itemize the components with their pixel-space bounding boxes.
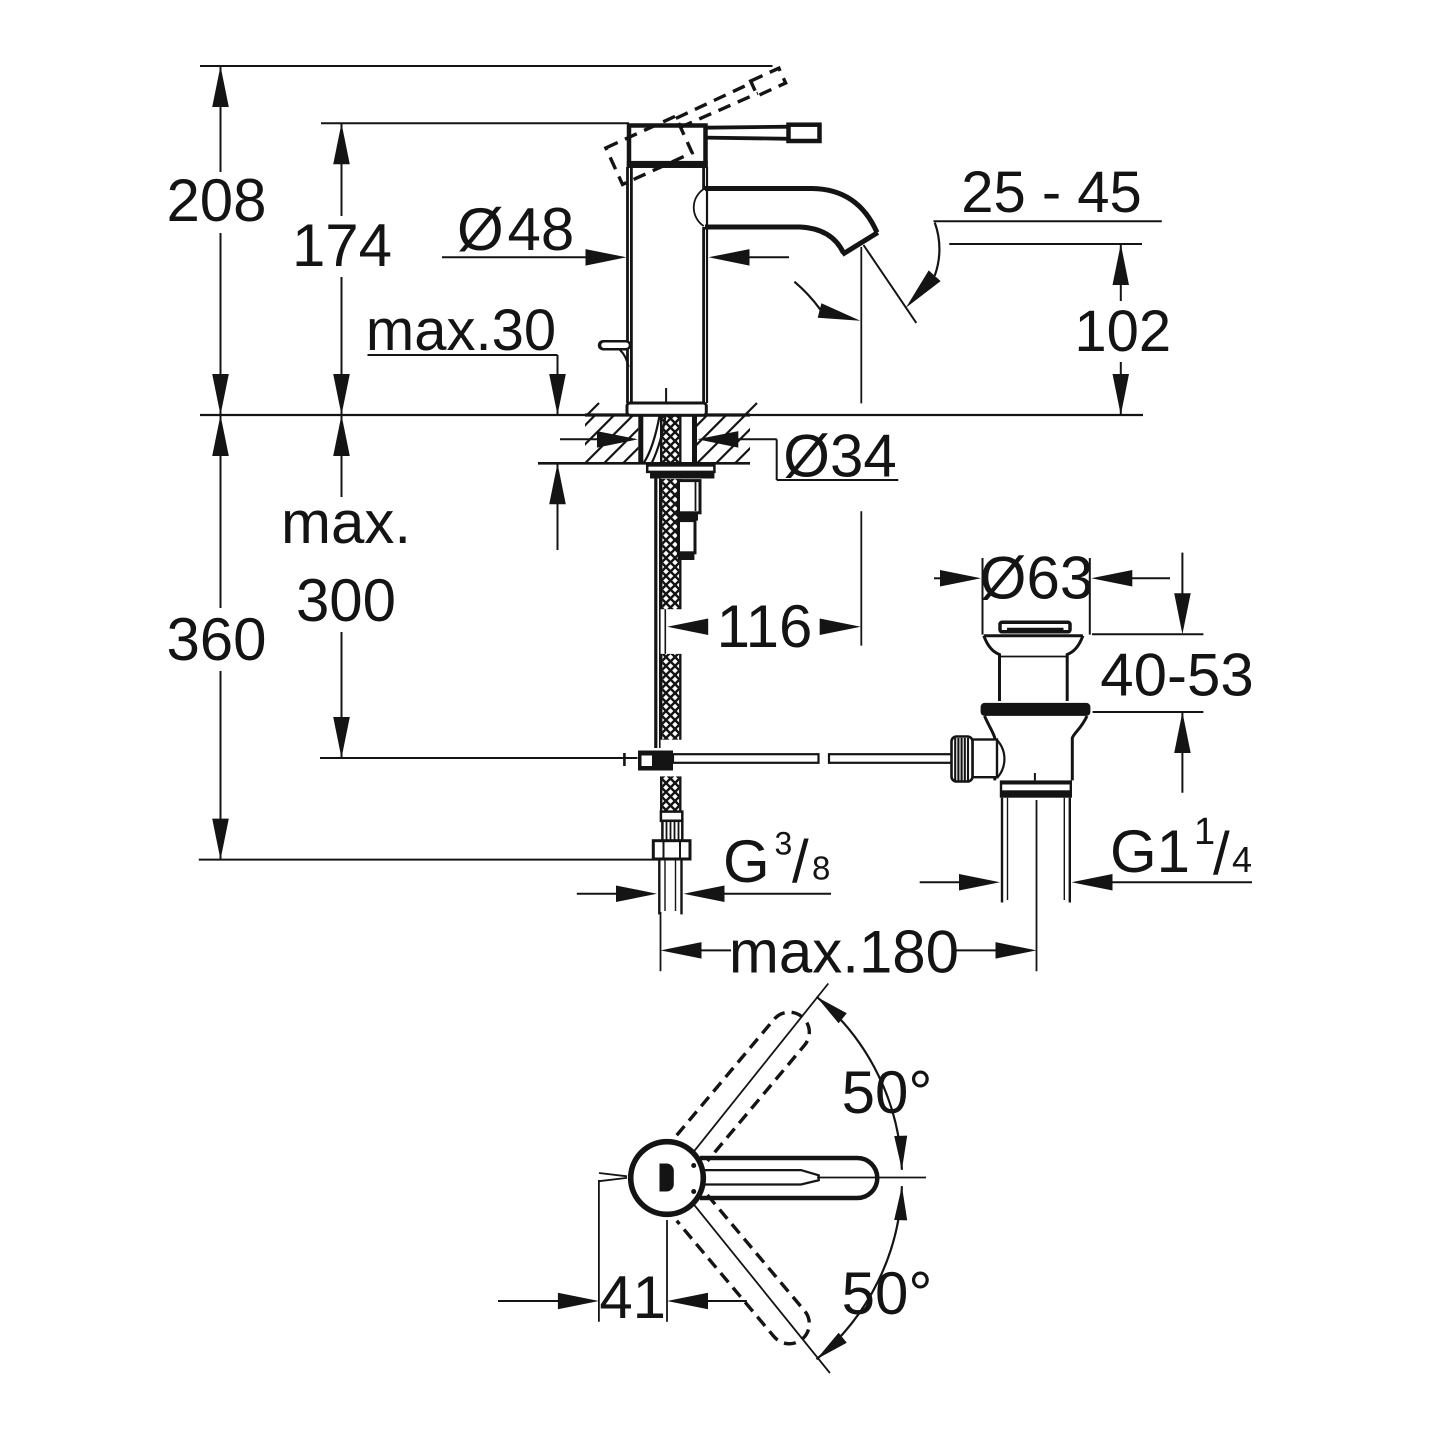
svg-text:360: 360 (166, 606, 266, 673)
svg-text:1: 1 (1194, 811, 1215, 853)
svg-text:50°: 50° (842, 1260, 933, 1327)
svg-text:Ø34: Ø34 (783, 423, 896, 490)
svg-text:300: 300 (296, 567, 396, 634)
svg-text:116: 116 (717, 593, 813, 660)
svg-text:41: 41 (599, 1264, 666, 1331)
svg-text:/: / (792, 828, 809, 895)
svg-text:max.: max. (281, 489, 411, 556)
svg-text:25 - 45: 25 - 45 (961, 160, 1142, 225)
svg-text:102: 102 (1074, 299, 1171, 364)
svg-text:Ø: Ø (457, 196, 504, 263)
svg-text:8: 8 (812, 850, 830, 887)
svg-text:174: 174 (292, 212, 392, 279)
svg-text:G1: G1 (1110, 818, 1190, 885)
svg-text:3: 3 (775, 826, 793, 862)
svg-text:max.30: max.30 (366, 298, 556, 363)
svg-text:50°: 50° (842, 1059, 933, 1126)
svg-text:4: 4 (1232, 839, 1252, 880)
svg-text:max.180: max.180 (729, 919, 959, 986)
svg-text:208: 208 (166, 167, 266, 234)
svg-text:40-53: 40-53 (1100, 642, 1253, 709)
svg-text:Ø63: Ø63 (980, 545, 1093, 612)
svg-text:G: G (723, 828, 770, 895)
svg-text:/: / (1213, 820, 1230, 887)
svg-text:48: 48 (508, 196, 575, 263)
